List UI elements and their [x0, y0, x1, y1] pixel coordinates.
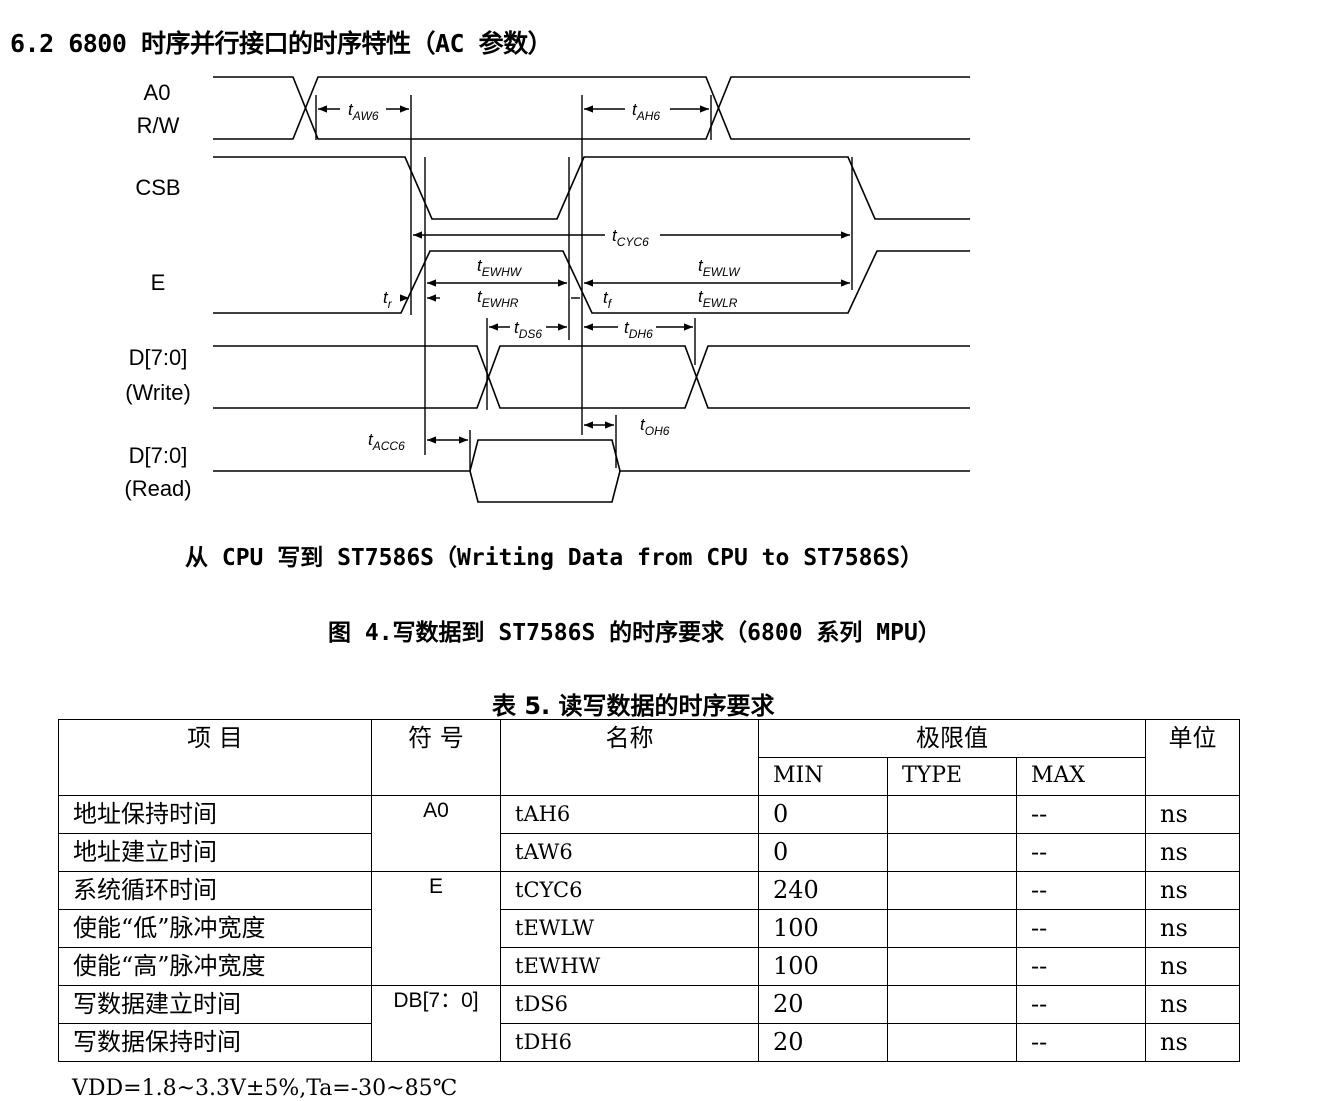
table-row: 写数据建立时间 DB[7：0] tDS6 20 -- ns [58, 985, 1240, 1062]
dread-waveform-b [469, 470, 621, 503]
label-rw: R/W [137, 113, 180, 138]
rw-waveform [213, 76, 970, 140]
cell-max: -- [1016, 871, 1146, 910]
cell-type [887, 947, 1017, 986]
csb-waveform [213, 156, 970, 220]
cell-name: tEWLW [500, 909, 759, 948]
footnote: VDD=1.8~3.3V±5%,Ta=-30~85℃ [72, 1076, 458, 1101]
cell-min: 20 [758, 1023, 888, 1062]
cell-max: -- [1016, 985, 1146, 1024]
cell-min: 0 [758, 795, 888, 834]
param-tewhr: tEWHR [477, 287, 519, 310]
cell-max: -- [1016, 947, 1146, 986]
cell-unit: ns [1145, 985, 1240, 1024]
section-title: 6.2 6800 时序并行接口的时序特性（AC 参数） [10, 29, 553, 58]
cell-type [887, 871, 1017, 910]
cell-min: 0 [758, 833, 888, 872]
cell-unit: ns [1145, 833, 1240, 872]
label-e: E [151, 270, 166, 295]
cell-max: -- [1016, 909, 1146, 948]
a0-waveform [213, 76, 970, 140]
cell-unit: ns [1145, 871, 1240, 910]
header-name: 名称 [500, 719, 759, 796]
cell-name: tAH6 [500, 795, 759, 834]
table-row: 使能“低”脉冲宽度 tEWLW 100 -- ns [58, 909, 1240, 948]
cell-type [887, 795, 1017, 834]
dwrite-waveform-b [213, 345, 970, 409]
header-unit: 单位 [1145, 719, 1240, 796]
cell-unit: ns [1145, 1023, 1240, 1062]
cell-max: -- [1016, 1023, 1146, 1062]
cell-symbol: A0 [371, 795, 501, 872]
param-tewlw: tEWLW [698, 256, 741, 279]
cell-min: 100 [758, 909, 888, 948]
cell-item: 地址保持时间 [58, 795, 372, 834]
param-tr: tr [383, 288, 393, 311]
cell-item: 写数据建立时间 [58, 985, 372, 1024]
param-tds6: tDS6 [514, 318, 542, 341]
cell-unit: ns [1145, 909, 1240, 948]
cell-name: tDS6 [500, 985, 759, 1024]
cell-symbol: DB[7：0] [371, 985, 501, 1062]
label-a0: A0 [144, 80, 171, 105]
table-row: 写数据保持时间 tDH6 20 -- ns [58, 1023, 1240, 1062]
label-dwrite-sub: (Write) [125, 380, 191, 405]
header-symbol: 符 号 [371, 719, 501, 796]
cell-symbol: E [371, 871, 501, 986]
cell-item: 系统循环时间 [58, 871, 372, 910]
dwrite-waveform [213, 345, 970, 409]
label-csb: CSB [135, 175, 180, 200]
param-tcyc6: tCYC6 [612, 226, 649, 249]
table-row: 地址保持时间 A0 tAH6 0 -- ns [58, 795, 1240, 872]
header-item: 项 目 [58, 719, 372, 796]
param-tf: tf [603, 288, 613, 311]
cell-type [887, 909, 1017, 948]
cell-unit: ns [1145, 947, 1240, 986]
cell-min: 20 [758, 985, 888, 1024]
label-dread: D[7:0] [129, 443, 188, 468]
cell-name: tEWHW [500, 947, 759, 986]
table-row: 使能“高”脉冲宽度 tEWHW 100 -- ns [58, 947, 1240, 986]
param-tewhw: tEWHW [477, 256, 523, 279]
table-row: 地址建立时间 tAW6 0 -- ns [58, 833, 1240, 872]
header-min: MIN [758, 757, 888, 796]
param-tacc6: tACC6 [368, 430, 405, 453]
figure-caption: 从 CPU 写到 ST7586S（Writing Data from CPU t… [185, 545, 924, 571]
cell-item: 地址建立时间 [58, 833, 372, 872]
dread-waveform [213, 439, 970, 472]
param-taw6: tAW6 [348, 100, 379, 123]
cell-name: tCYC6 [500, 871, 759, 910]
cell-unit: ns [1145, 795, 1240, 834]
param-tewlr: tEWLR [698, 287, 738, 310]
timing-table: 项 目 符 号 名称 极限值 单位 MIN TYPE MAX 地址保持时间 A0… [58, 719, 1240, 1062]
param-tdh6: tDH6 [624, 318, 653, 341]
cell-type [887, 833, 1017, 872]
cell-item: 使能“低”脉冲宽度 [58, 909, 372, 948]
cell-name: tAW6 [500, 833, 759, 872]
param-toh6: tOH6 [640, 415, 670, 438]
timing-diagram: A0 R/W CSB E D[7:0] (Write) D[7:0] (Read… [124, 76, 970, 503]
cell-type [887, 985, 1017, 1024]
cell-min: 100 [758, 947, 888, 986]
header-max: MAX [1016, 757, 1146, 796]
header-limit: 极限值 [758, 719, 1146, 758]
table-row: 系统循环时间 E tCYC6 240 -- ns [58, 871, 1240, 986]
cell-item: 使能“高”脉冲宽度 [58, 947, 372, 986]
cell-max: -- [1016, 833, 1146, 872]
label-dwrite: D[7:0] [129, 345, 188, 370]
header-type: TYPE [887, 757, 1017, 796]
table-title: 表 5. 读写数据的时序要求 [492, 692, 775, 720]
e-waveform [213, 250, 970, 314]
cell-min: 240 [758, 871, 888, 910]
cell-type [887, 1023, 1017, 1062]
cell-max: -- [1016, 795, 1146, 834]
label-dread-sub: (Read) [124, 476, 191, 501]
figure-title: 图 4.写数据到 ST7586S 的时序要求（6800 系列 MPU） [328, 620, 941, 646]
param-tah6: tAH6 [632, 100, 660, 123]
cell-item: 写数据保持时间 [58, 1023, 372, 1062]
cell-name: tDH6 [500, 1023, 759, 1062]
